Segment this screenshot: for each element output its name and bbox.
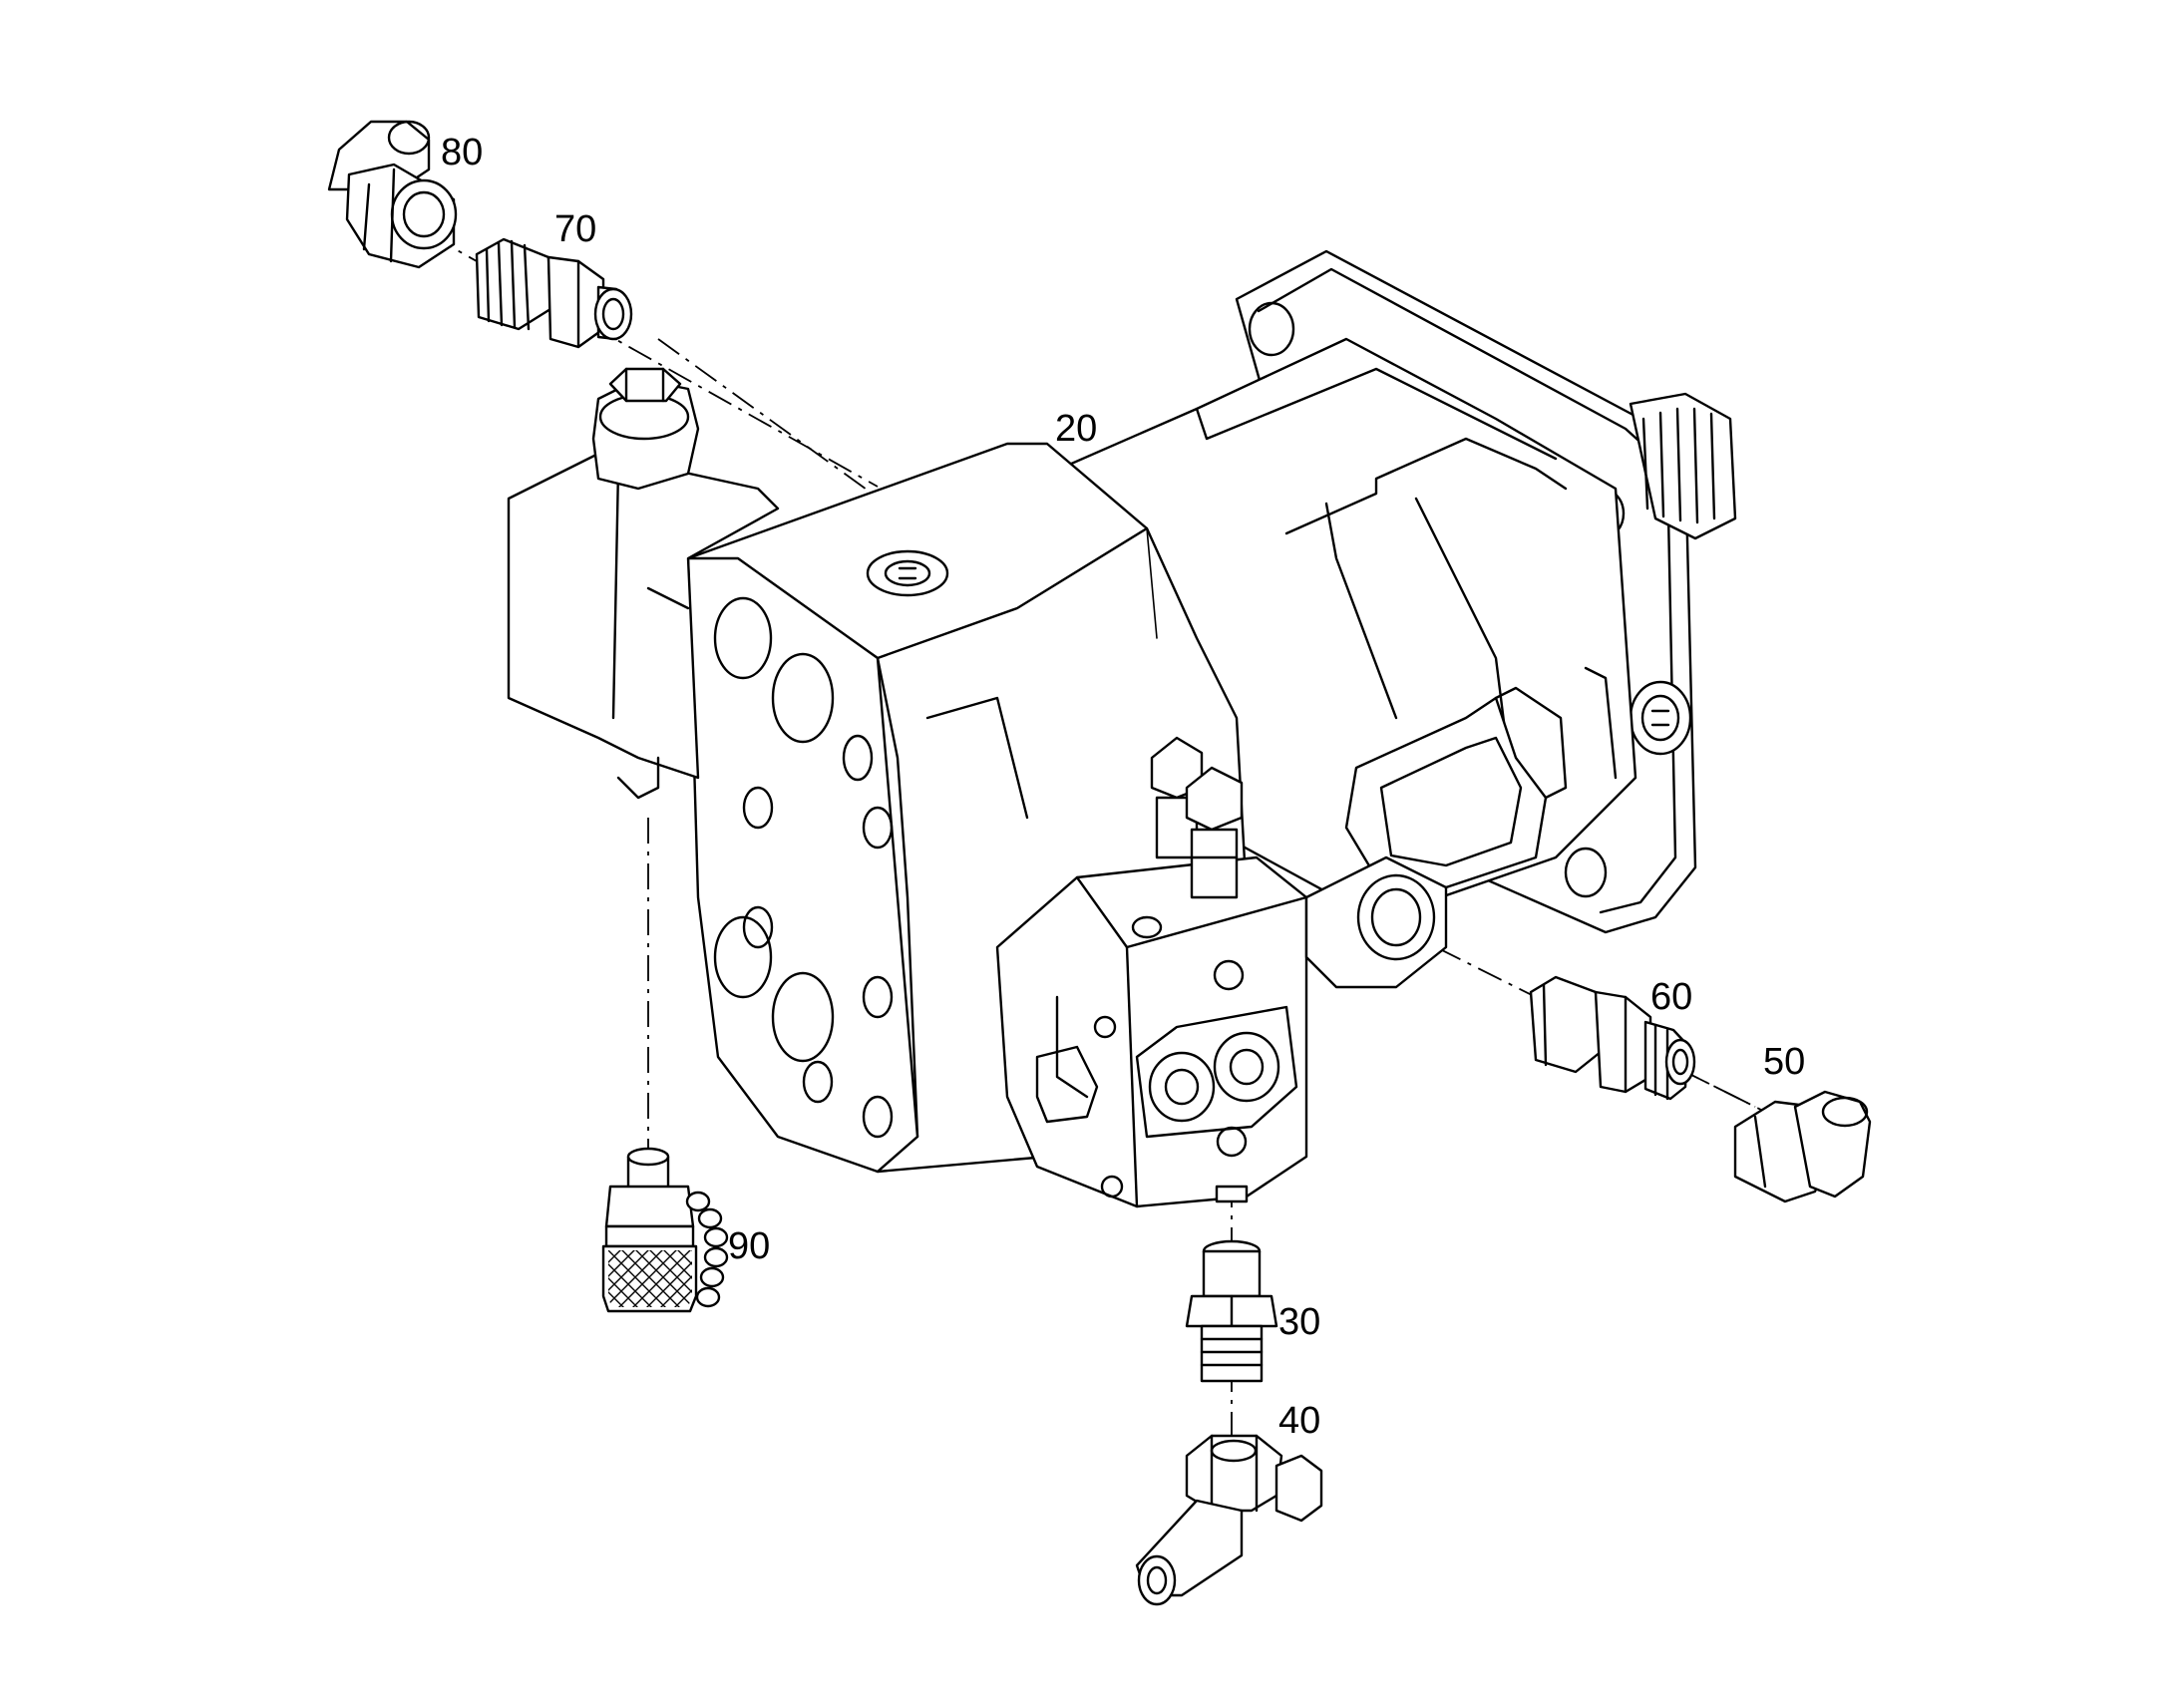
control-valve-block	[995, 736, 1308, 1208]
adapter-60	[1529, 975, 1696, 1101]
callout-labels: 80 70 20 60 50 90 30 40	[441, 132, 1805, 1442]
callout-30: 30	[1278, 1301, 1320, 1343]
side-port-boss	[1304, 855, 1448, 989]
hydraulic-motor	[507, 249, 1737, 1208]
test-point-90	[601, 1147, 729, 1313]
adapter-30	[1185, 1239, 1278, 1383]
cap-chain	[685, 1191, 729, 1308]
adapter-70	[475, 237, 633, 349]
side-valve-housing	[507, 367, 780, 800]
callout-40: 40	[1278, 1400, 1320, 1442]
callout-20: 20	[1055, 408, 1097, 450]
elbow-fitting-50	[1733, 1090, 1872, 1203]
elbow-fitting-80	[327, 120, 458, 269]
callout-70: 70	[554, 208, 596, 250]
callout-60: 60	[1650, 976, 1692, 1018]
drive-shaft	[1629, 392, 1737, 540]
bottom-port-stub	[1215, 1185, 1249, 1203]
callout-50: 50	[1763, 1041, 1805, 1083]
callout-80: 80	[441, 132, 483, 173]
tee-fitting-40	[1135, 1434, 1323, 1606]
front-face	[686, 556, 919, 1174]
callout-90: 90	[728, 1225, 770, 1267]
